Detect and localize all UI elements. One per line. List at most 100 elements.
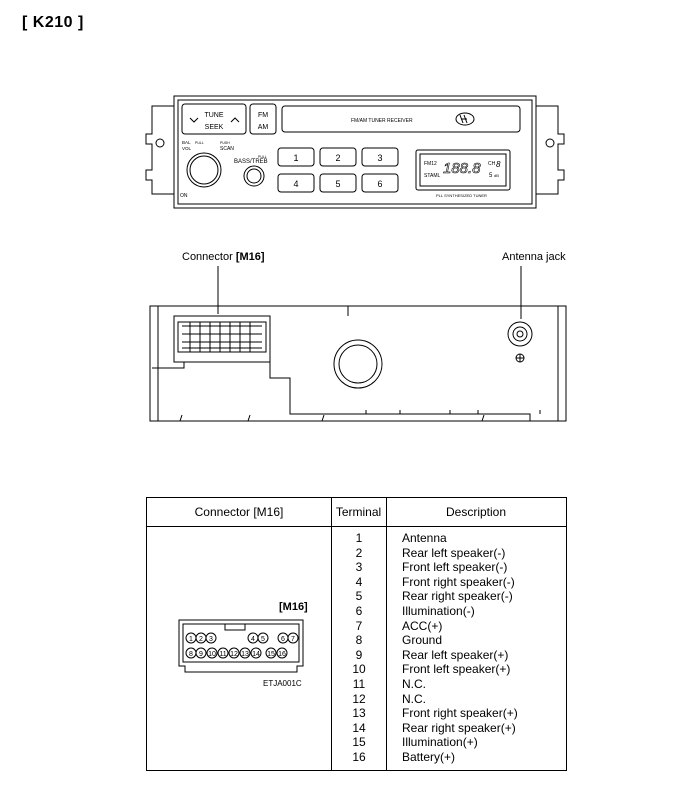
terminal-description: N.C. [402,676,426,691]
pin-number: 11 [219,651,226,658]
terminal-description: Rear left speaker(-) [402,545,506,560]
header-divider [147,526,566,527]
display-text: FM/AM TUNER RECEIVER [351,118,413,124]
page-title: [ K210 ] [22,14,84,31]
preset-4: 4 [293,179,298,189]
pin-number: 8 [189,651,193,658]
bal-label: BAL [182,140,191,145]
terminal-description: ACC(+) [402,618,443,633]
terminal-number: 4 [355,574,363,589]
terminal-number: 3 [355,560,363,575]
vol-label: VOL [182,146,192,151]
seek-label: SEEK [205,124,224,131]
pin-circle [217,647,229,659]
pin-circle [228,647,240,659]
lcd-fm: FM12 [424,161,437,167]
header-description: Description [445,505,507,519]
header-connector: Connector [M16] [194,505,284,519]
terminal-description: Front left speaker(-) [402,560,508,575]
pin-number: 2 [199,636,203,643]
rear-chassis [149,305,567,422]
pin-number: 7 [291,636,295,643]
lcd-d: dB [494,173,499,178]
figure-code: ETJA001C [263,679,302,688]
bass-treb-label: BASS/TREB [234,159,268,165]
connector-callout: Connector [M16] [182,251,265,263]
pin-circle [239,647,251,659]
pin-number: 13 [241,651,249,658]
terminal-number: 2 [355,545,363,560]
terminal-number: 14 [352,720,366,735]
pin-number: 10 [208,651,216,658]
radio-rear-view [149,266,567,422]
antenna-jack [507,321,533,347]
terminal-number: 12 [352,691,366,706]
terminal-description: Ground [402,633,443,648]
lcd-s: 5 [489,173,493,179]
col-divider-2 [386,498,387,770]
left-bracket [145,105,175,195]
preset-6: 6 [377,179,382,189]
pin-number: 1 [189,636,193,643]
preset-2: 2 [335,153,340,163]
pin-number: 16 [278,651,286,658]
terminal-number: 9 [355,647,363,662]
rear-connector [173,315,271,363]
pin-number: 9 [199,651,203,658]
terminal-description: Rear right speaker(-) [402,589,513,604]
pin-number: 14 [252,651,260,658]
pin-number: 5 [261,636,265,643]
terminal-description: N.C. [402,691,426,706]
terminal-description: Front right speaker(-) [402,574,515,589]
pin-circle [205,632,217,644]
am-label: AM [258,124,269,131]
terminal-number: 6 [355,603,363,618]
terminal-description: Illumination(+) [402,735,478,750]
terminal-number: 11 [352,676,366,691]
preset-3: 3 [377,153,382,163]
lcd-digits: 188.8 [443,160,481,177]
terminal-number: 15 [352,735,366,750]
pin-circle [257,632,269,644]
header-terminal: Terminal [335,505,382,519]
terminal-description: Battery(+) [402,749,456,764]
pin-circle [287,632,299,644]
terminal-number: 13 [352,706,366,721]
scan-label: SCAN [220,146,234,152]
connector-prefix: Connector [182,251,236,263]
pll-label: PLL SYNTHESIZED TUNER [436,193,487,198]
pin-circle [276,647,288,659]
terminal-description: Front left speaker(+) [402,662,511,677]
on-label: ON [180,193,188,199]
terminal-number: 1 [355,531,363,545]
terminal-number: 16 [352,749,366,764]
radio-front-panel: TUNE SEEK FM AM FM/AM TUNER RECEIVER BAL… [145,95,565,209]
terminal-description: Illumination(-) [402,603,475,618]
pin-number: 15 [267,651,275,658]
terminal-number: 10 [352,662,366,677]
terminal-number: 8 [355,633,363,648]
pinout-label: [M16] [279,601,308,613]
lcd-staml: STAML [424,173,441,179]
pin-circle [250,647,262,659]
preset-1: 1 [293,153,298,163]
right-bracket [535,105,565,195]
terminal-number: 5 [355,589,363,604]
terminal-description: Rear right speaker(+) [402,720,516,735]
pin-circle [195,647,207,659]
pin-circle [265,647,277,659]
pull-label-1: PULL [195,141,204,145]
pin-number: 12 [230,651,238,658]
col-divider-1 [331,498,332,770]
connector-id: [M16] [235,251,265,263]
pin-number: 6 [281,636,285,643]
antenna-callout: Antenna jack [502,251,566,263]
lcd-ch: CH [488,161,496,167]
terminal-number: 7 [355,618,363,633]
tune-label: TUNE [204,112,223,119]
push-label: PUSH [220,141,230,145]
